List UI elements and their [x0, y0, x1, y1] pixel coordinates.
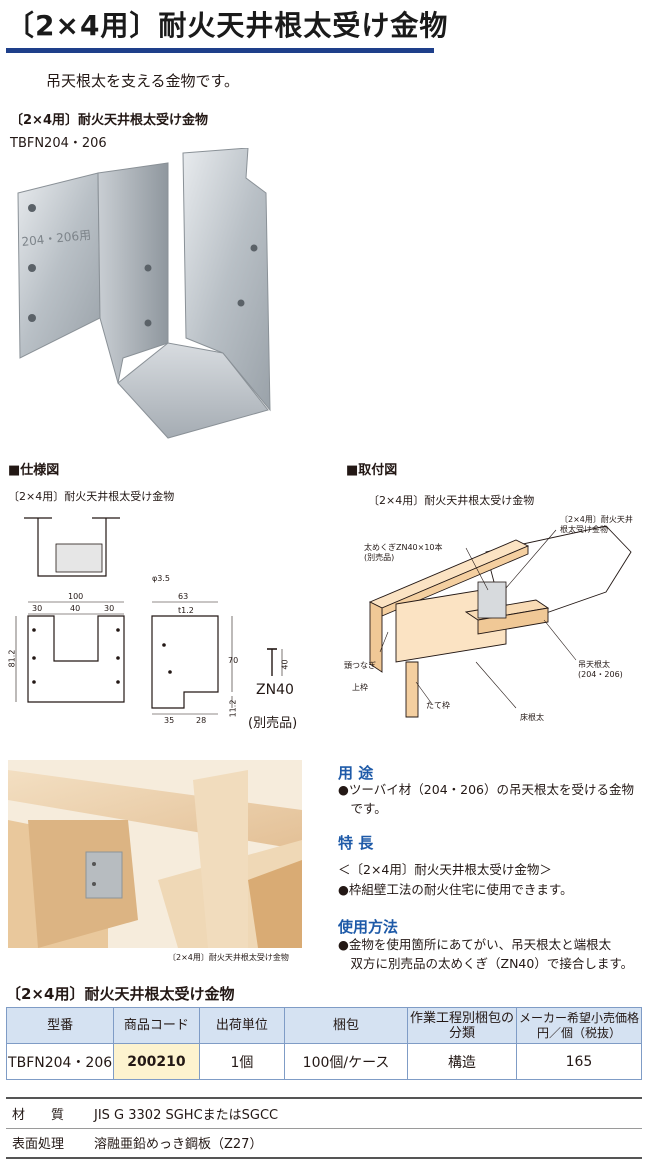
spec-drawing-caption: 〔2×4用〕耐火天井根太受け金物	[8, 490, 175, 503]
spec-drawing-label: ■仕様図	[8, 463, 60, 478]
product-name: 〔2×4用〕耐火天井根太受け金物	[10, 113, 208, 128]
table-header-row: 型番 商品コード 出荷単位 梱包 作業工程別梱包の 分類 メーカー希望小売価格 …	[5, 1007, 643, 1044]
product-code: TBFN204・206	[10, 136, 107, 151]
dim-b28: 28	[196, 716, 207, 725]
spec-table: 型番 商品コード 出荷単位 梱包 作業工程別梱包の 分類 メーカー希望小売価格 …	[5, 1007, 643, 1080]
features-text: ●枠組壁工法の耐火住宅に使用できます。	[338, 882, 573, 897]
title-underline	[6, 48, 434, 53]
cell-unit: 1個	[198, 1043, 286, 1080]
col-category: 作業工程別梱包の 分類	[406, 1007, 517, 1044]
cell-model: TBFN204・206	[5, 1043, 115, 1080]
dim-height: 81.2	[7, 649, 17, 668]
dim-bottom-height: 11.2	[228, 699, 238, 718]
surface-row: 表面処理 溶融亜鉛めっき鋼板（Z27）	[6, 1127, 642, 1159]
material-key: 材 質	[6, 1097, 88, 1129]
page-title: 〔2×4用〕耐火天井根太受け金物	[6, 9, 449, 42]
dim-hole: φ3.5	[152, 574, 170, 583]
dim-nail-length: 40	[280, 659, 290, 670]
surface-value: 溶融亜鉛めっき鋼板（Z27）	[88, 1127, 642, 1159]
dim-w40: 40	[70, 604, 81, 613]
table-title: 〔2×4用〕耐火天井根太受け金物	[6, 985, 235, 1003]
col-model: 型番	[5, 1007, 115, 1044]
method-text: ●金物を使用箇所にあてがい、吊天根太と端根太 双方に別売品の太めくぎ（ZN40）…	[338, 937, 634, 971]
nail-name: ZN40	[256, 682, 294, 698]
cell-price: 165	[515, 1043, 643, 1080]
cell-category: 構造	[406, 1043, 517, 1080]
bracket-product-image: 204・206用	[17, 148, 271, 439]
usage-heading: 用 途	[338, 764, 374, 782]
nail-note: (別売品)	[248, 716, 298, 731]
cell-code: 200210	[113, 1043, 200, 1080]
material-value: JIS G 3302 SGHCまたはSGCC	[88, 1097, 642, 1129]
cell-packing: 100個/ケース	[284, 1043, 408, 1080]
dim-width-total: 100	[68, 592, 84, 601]
callout-stud: たて枠	[426, 701, 450, 710]
install-drawing	[368, 525, 632, 718]
col-price: メーカー希望小売価格 円／個（税抜）	[515, 1007, 643, 1044]
col-packing: 梱包	[284, 1007, 408, 1044]
photo-caption: 〔2×4用〕耐火天井根太受け金物	[168, 953, 289, 962]
install-drawing-caption: 〔2×4用〕耐火天井根太受け金物	[368, 494, 535, 507]
callout-floor-joist: 床根太	[520, 713, 544, 722]
installation-photo	[8, 760, 302, 948]
lead-text: 吊天根太を支える金物です。	[46, 72, 240, 90]
material-table: 材 質 JIS G 3302 SGHCまたはSGCC 表面処理 溶融亜鉛めっき鋼…	[6, 1097, 642, 1159]
dim-thickness: t1.2	[178, 606, 194, 615]
col-code: 商品コード	[113, 1007, 200, 1044]
callout-ceiling-joist: 吊天根太 (204・206)	[578, 660, 623, 679]
dim-b35: 35	[164, 716, 175, 725]
material-row: 材 質 JIS G 3302 SGHCまたはSGCC	[6, 1097, 642, 1129]
spec-drawing	[15, 517, 283, 715]
col-unit: 出荷単位	[198, 1007, 286, 1044]
install-drawing-label: ■取付図	[346, 463, 398, 478]
dim-side-width: 63	[178, 592, 189, 601]
callout-head-tie: 頭つなぎ	[344, 661, 376, 670]
dim-w30b: 30	[104, 604, 115, 613]
table-row: TBFN204・206 200210 1個 100個/ケース 構造 165	[5, 1043, 643, 1080]
usage-text: ●ツーバイ材（204・206）の吊天根太を受ける金物 です。	[338, 782, 635, 816]
callout-nails: 太めくぎZN40×10本 (別売品)	[364, 543, 443, 562]
dim-side-height: 70	[228, 656, 239, 665]
callout-hardware: 〔2×4用〕耐火天井 根太受け金物	[560, 515, 633, 534]
surface-key: 表面処理	[6, 1127, 88, 1159]
features-sub: ＜〔2×4用〕耐火天井根太受け金物＞	[338, 862, 552, 877]
callout-top-plate: 上枠	[352, 683, 368, 692]
dim-w30a: 30	[32, 604, 43, 613]
method-heading: 使用方法	[338, 918, 399, 936]
features-heading: 特 長	[338, 834, 374, 852]
